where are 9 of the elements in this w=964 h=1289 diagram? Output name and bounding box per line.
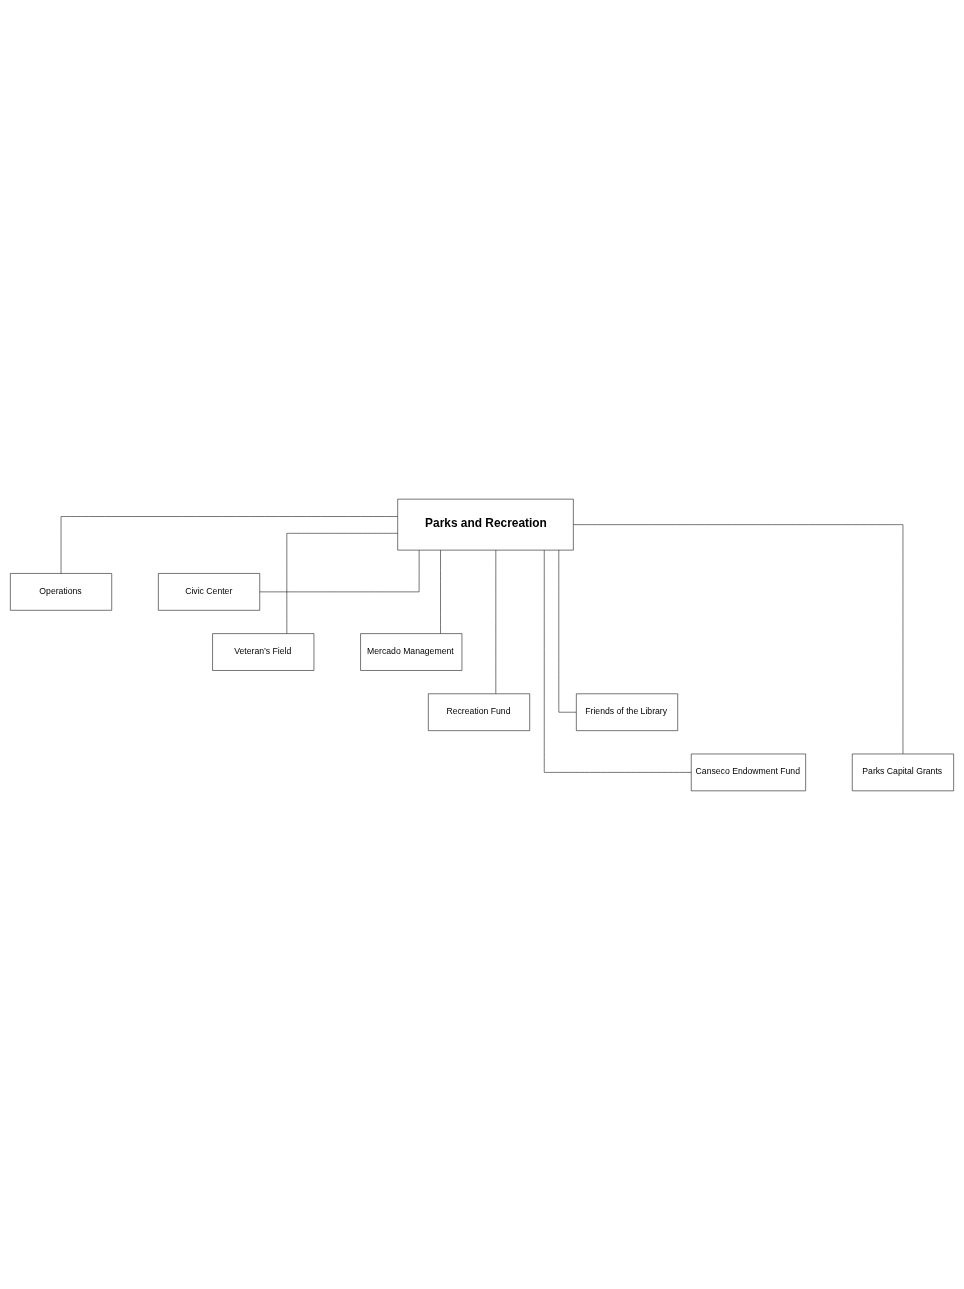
node-box: Recreation Fund xyxy=(428,693,530,731)
node-box: Operations xyxy=(10,572,112,611)
node-box: Parks and Recreation xyxy=(397,498,574,550)
node-box: Mercado Management xyxy=(360,632,463,671)
node-box: Canseco Endowment Fund xyxy=(691,753,806,791)
node-box: Veteran’s Field xyxy=(212,632,315,671)
node-box: Civic Center xyxy=(158,572,260,611)
node-box: Parks Capital Grants xyxy=(852,753,954,791)
node-box: Friends of the Library xyxy=(576,693,678,731)
